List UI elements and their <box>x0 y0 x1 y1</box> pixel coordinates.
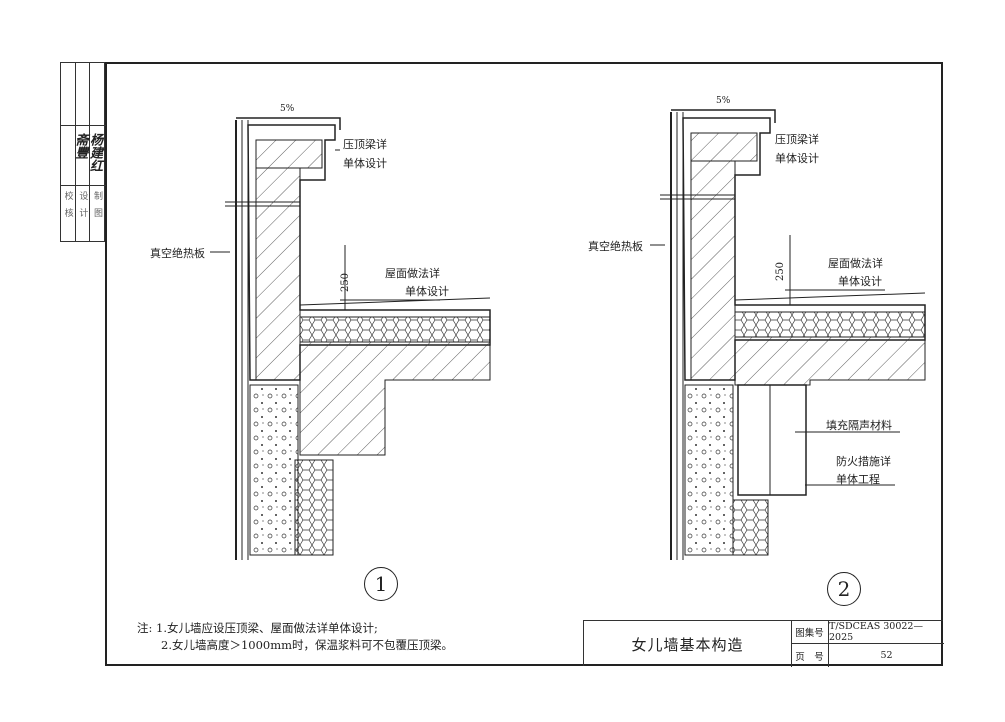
coping-label-1a: 压顶梁详 <box>343 138 387 151</box>
note-item: 2.女儿墙高度＞1000mm时，保温浆料可不包覆压顶梁。 <box>161 638 454 652</box>
atlas-value: T/SDCEAS 30022—2025 <box>829 621 944 644</box>
label-draw: 制图 <box>92 191 103 225</box>
divider <box>61 125 106 126</box>
drawing-title: 女儿墙基本构造 <box>584 621 792 667</box>
fill-label-2: 填充隔声材料 <box>826 419 892 432</box>
coping-label-2a: 压顶梁详 <box>775 133 819 146</box>
insulation-label-2: 真空绝热板 <box>588 240 643 253</box>
strip-col-design: 斋豐设计 <box>72 63 91 241</box>
detail-number-1: 1 <box>364 567 398 601</box>
title-block: 女儿墙基本构造 图集号 T/SDCEAS 30022—2025 页 号 52 <box>583 620 944 667</box>
label-check: 校核 <box>62 191 73 225</box>
divider <box>61 185 106 186</box>
page-value: 52 <box>880 650 893 661</box>
detail-2-drawing <box>650 109 926 560</box>
roof-label-1a: 屋面做法详 <box>385 267 440 280</box>
signature-strip: 校核 斋豐设计 杨建红制图 <box>60 62 106 242</box>
strip-col-check: 校核 <box>61 63 76 241</box>
roof-label-2b: 单体设计 <box>838 275 882 288</box>
roof-label-1b: 单体设计 <box>405 285 449 298</box>
detail-number-2: 2 <box>827 572 861 606</box>
height-dim-1: 250 <box>340 272 352 293</box>
fire-label-2a: 防火措施详 <box>836 455 891 468</box>
notes-prefix: 注: <box>137 621 153 635</box>
page-label: 页 号 <box>791 644 829 667</box>
notes: 注: 1.女儿墙应设压顶梁、屋面做法详单体设计; 2.女儿墙高度＞1000mm时… <box>137 620 453 654</box>
strip-col-draw: 杨建红制图 <box>87 63 106 241</box>
roof-label-2a: 屋面做法详 <box>828 257 883 270</box>
coping-label-2b: 单体设计 <box>775 152 819 165</box>
drawing-frame <box>105 62 943 666</box>
atlas-label: 图集号 <box>791 621 829 644</box>
fire-label-2b: 单体工程 <box>836 473 880 486</box>
signature-draw: 杨建红 <box>87 133 103 172</box>
note-item: 1.女儿墙应设压顶梁、屋面做法详单体设计; <box>156 621 378 635</box>
insulation-label-1: 真空绝热板 <box>150 247 205 260</box>
height-dim-2: 250 <box>775 261 787 282</box>
coping-label-1b: 单体设计 <box>343 157 387 170</box>
slope-label-2: 5% <box>716 96 731 106</box>
slope-label-1: 5% <box>280 104 295 114</box>
label-design: 设计 <box>77 191 88 225</box>
detail-1-drawing <box>210 117 491 560</box>
signature-design: 斋豐 <box>72 133 88 159</box>
